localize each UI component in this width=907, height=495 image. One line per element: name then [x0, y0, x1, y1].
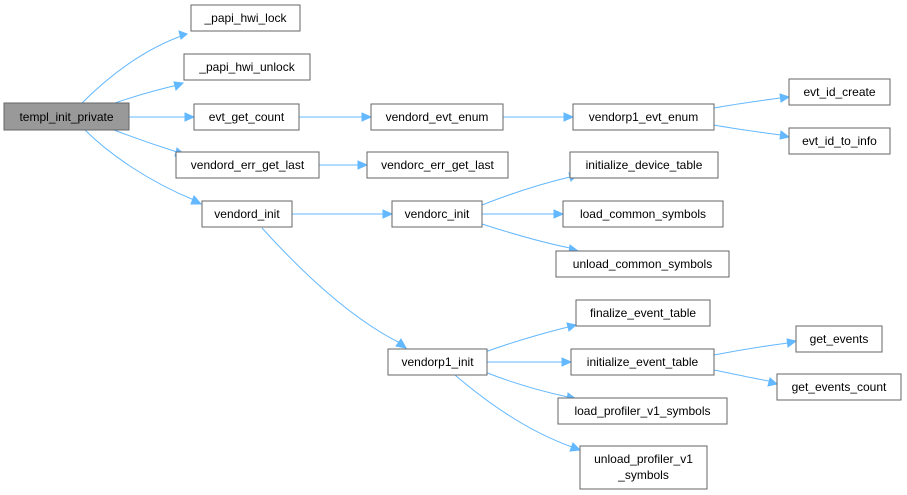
- node-label: vendord_err_get_last: [191, 158, 305, 172]
- edge-vendorc-init-to-unload-common-symbols: [481, 223, 580, 254]
- node-vendorc-err-get-last[interactable]: vendorc_err_get_last: [366, 151, 509, 179]
- node-unload-profiler-v1-symbols[interactable]: unload_profiler_v1 _symbols: [579, 445, 708, 490]
- edge-vendorc-init-to-load-common-symbols: [482, 209, 565, 219]
- node-label-line-2: _symbols: [617, 468, 669, 482]
- node-label: vendorp1_init: [401, 355, 474, 369]
- node-vendord-err-get-last[interactable]: vendord_err_get_last: [175, 151, 320, 179]
- edge-templ-to-vendord-err: [113, 129, 187, 157]
- node-vendord-evt-enum[interactable]: vendord_evt_enum: [370, 103, 504, 131]
- node-label-line-1: unload_profiler_v1: [594, 452, 693, 466]
- edge-vendord-init-to-vendorc-init: [292, 209, 394, 219]
- node-evt-id-create[interactable]: evt_id_create: [788, 78, 891, 106]
- node-label: vendorc_err_get_last: [381, 158, 494, 172]
- edge-vendorp1-init-to-initialize-event-table: [487, 357, 573, 367]
- node-label: _papi_hwi_unlock: [198, 60, 295, 74]
- edge-templ-to-papi-unlock: [114, 81, 185, 104]
- edge-vendord-evt-enum-to-vendorp1-evt-enum: [503, 112, 575, 122]
- node-vendorc-init[interactable]: vendorc_init: [391, 200, 483, 228]
- node-label: evt_id_to_info: [802, 134, 877, 148]
- node-templ-init-private[interactable]: templ_init_private: [3, 102, 130, 131]
- node-load-common-symbols[interactable]: load_common_symbols: [562, 200, 724, 228]
- node-load-profiler-v1-symbols[interactable]: load_profiler_v1_symbols: [557, 397, 728, 425]
- node-label: unload_common_symbols: [573, 257, 712, 271]
- node-label: load_common_symbols: [580, 207, 706, 221]
- node-label: vendord_evt_enum: [386, 110, 489, 124]
- edge-vendord-err-to-vendorc-err: [319, 160, 369, 170]
- edge-vendorp1-init-to-unload-profiler: [454, 374, 582, 452]
- node-finalize-event-table[interactable]: finalize_event_table: [575, 299, 711, 327]
- node-label: evt_get_count: [209, 110, 285, 124]
- edge-vendorp1-init-to-load-profiler: [484, 371, 578, 402]
- node-label: vendorp1_evt_enum: [589, 110, 698, 124]
- edge-initialize-event-table-to-get-events-count: [713, 369, 779, 387]
- node-papi-hwi-unlock[interactable]: _papi_hwi_unlock: [183, 53, 311, 81]
- node-label: initialize_event_table: [587, 355, 699, 369]
- edge-vendorp1-evt-enum-to-evt-id-to-info: [713, 124, 791, 140]
- node-unload-common-symbols[interactable]: unload_common_symbols: [555, 250, 730, 278]
- node-initialize-event-table[interactable]: initialize_event_table: [570, 348, 715, 376]
- edge-templ-to-vendord-init: [84, 129, 203, 205]
- node-label: get_events: [810, 332, 869, 346]
- node-get-events-count[interactable]: get_events_count: [776, 373, 902, 401]
- node-papi-hwi-lock[interactable]: _papi_hwi_lock: [190, 4, 301, 32]
- node-label: finalize_event_table: [590, 306, 696, 320]
- node-label: initialize_device_table: [586, 158, 703, 172]
- node-vendorp1-evt-enum[interactable]: vendorp1_evt_enum: [572, 103, 715, 131]
- edge-evt-get-count-to-vendord-evt-enum: [299, 112, 373, 122]
- node-get-events[interactable]: get_events: [795, 325, 883, 353]
- node-label: vendord_init: [214, 207, 280, 221]
- node-evt-get-count[interactable]: evt_get_count: [193, 103, 300, 131]
- edge-templ-to-evt-get-count: [129, 112, 196, 122]
- node-label: get_events_count: [792, 380, 887, 394]
- edge-initialize-event-table-to-get-events: [713, 338, 798, 356]
- node-label: load_profiler_v1_symbols: [574, 404, 710, 418]
- edge-vendorp1-init-to-finalize-event-table: [484, 322, 578, 353]
- node-label: templ_init_private: [19, 110, 113, 124]
- node-evt-id-to-info[interactable]: evt_id_to_info: [788, 127, 891, 155]
- node-vendorp1-init[interactable]: vendorp1_init: [387, 348, 488, 376]
- node-label: _papi_hwi_lock: [203, 11, 287, 25]
- node-label: evt_id_create: [803, 85, 875, 99]
- edge-templ-to-papi-lock: [81, 30, 188, 104]
- edge-vendorp1-evt-enum-to-evt-id-create: [713, 93, 791, 109]
- node-label: vendorc_init: [405, 207, 470, 221]
- node-initialize-device-table[interactable]: initialize_device_table: [569, 151, 719, 179]
- node-vendord-init[interactable]: vendord_init: [201, 200, 293, 228]
- edge-vendord-init-to-vendorp1-init: [261, 227, 407, 349]
